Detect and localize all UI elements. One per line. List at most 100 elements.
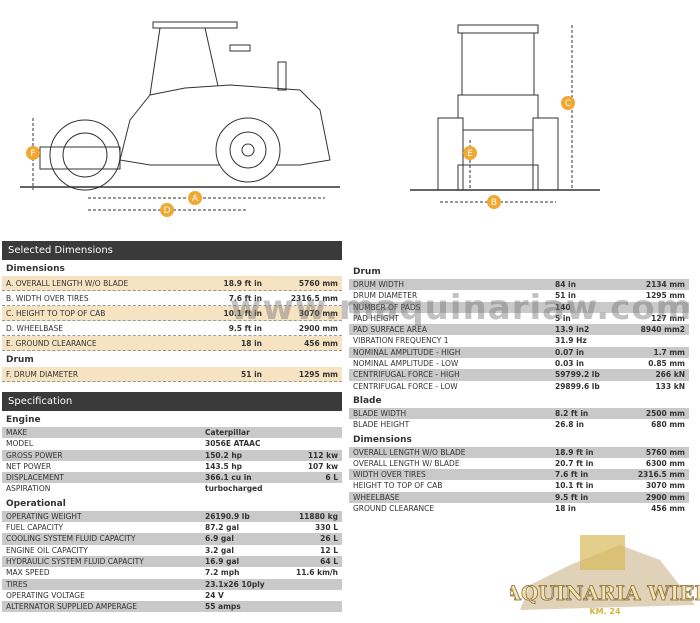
- label-b: B: [491, 198, 497, 208]
- spec-value-metric: 12 L: [320, 545, 338, 555]
- spec-label: NOMINAL AMPLITUDE - LOW: [353, 359, 459, 369]
- spec-label: B. WIDTH OVER TIRES: [6, 294, 89, 303]
- spec-label: GROSS POWER: [6, 450, 63, 460]
- spec-label: WHEELBASE: [353, 492, 400, 502]
- spec-row: ASPIRATION turbocharged: [2, 483, 342, 494]
- label-f: F: [30, 149, 35, 159]
- spec-value-metric: 5760 mm: [645, 447, 685, 457]
- spec-row: MAKE Caterpillar: [2, 427, 342, 439]
- spec-row: VIBRATION FREQUENCY 1 31.9 Hz: [349, 335, 689, 346]
- side-view: [20, 21, 340, 211]
- section-heading: Engine: [6, 415, 41, 425]
- spec-label: ALTERNATOR SUPPLIED AMPERAGE: [6, 602, 137, 612]
- spec-value-imperial: 20.7 ft in: [555, 458, 594, 468]
- section-heading: Operational: [6, 498, 66, 509]
- spec-label: OVERALL LENGTH W/ BLADE: [353, 458, 460, 468]
- maquinaria-wiebe-logo: MAQUINARIA WIEBE KM. 24: [483, 525, 700, 619]
- spec-value-metric: 680 mm: [651, 420, 685, 430]
- spec-label: MAKE: [6, 428, 28, 437]
- spec-label: E. GROUND CLEARANCE: [6, 339, 97, 348]
- spec-value-imperial: 18 in: [241, 339, 262, 348]
- spec-value-metric: 64 L: [320, 556, 338, 566]
- svg-text:KM. 24: KM. 24: [589, 607, 621, 616]
- spec-value-imperial: 7.6 ft in: [555, 470, 589, 480]
- spec-value-imperial: 5 in: [555, 313, 571, 323]
- spec-label: OPERATING VOLTAGE: [6, 590, 85, 600]
- label-c: C: [565, 99, 571, 109]
- spec-value-metric: 0.85 mm: [648, 359, 685, 369]
- selected-dimensions-header: Selected Dimensions: [2, 241, 342, 260]
- spec-value-imperial: 59799.2 lb: [555, 370, 600, 380]
- spec-value-imperial: 3.2 gal: [205, 545, 234, 555]
- spec-label: DRUM DIAMETER: [353, 291, 418, 301]
- spec-label: WIDTH OVER TIRES: [353, 470, 426, 480]
- spec-label: F. DRUM DIAMETER: [6, 370, 79, 379]
- spec-value-imperial: 7.2 mph: [205, 568, 240, 578]
- spec-label: TIRES: [6, 579, 28, 589]
- spec-value-imperial: 18 in: [555, 504, 576, 514]
- spec-value-imperial: 51 in: [555, 291, 576, 301]
- spec-value-imperial: 6.9 gal: [205, 534, 234, 544]
- spec-value-imperial: 8.2 ft in: [555, 408, 589, 418]
- spec-value-imperial: 18.9 ft in: [223, 279, 263, 288]
- spec-row: MAX SPEED 7.2 mph 11.6 km/h: [2, 567, 342, 578]
- spec-label: C. HEIGHT TO TOP OF CAB: [6, 309, 106, 318]
- spec-label: BLADE WIDTH: [353, 408, 407, 418]
- spec-row: F. DRUM DIAMETER 51 in 1295 mm: [2, 367, 342, 382]
- spec-value-imperial: 29899.6 lb: [555, 381, 600, 391]
- spec-label: NET POWER: [6, 461, 52, 471]
- spec-value-metric: 1295 mm: [298, 370, 338, 379]
- spec-label: ASPIRATION: [6, 484, 51, 494]
- svg-text:MAQUINARIA WIEBE: MAQUINARIA WIEBE: [510, 581, 700, 605]
- spec-value-metric: 2316.5 mm: [290, 294, 338, 303]
- spec-value-metric: 2900 mm: [645, 492, 685, 502]
- spec-value-metric: 3070 mm: [298, 309, 338, 318]
- spec-label: HYDRAULIC SYSTEM FLUID CAPACITY: [6, 556, 144, 566]
- spec-value-imperial: 55 amps: [205, 602, 241, 612]
- spec-value-imperial: 9.5 ft in: [228, 324, 262, 333]
- spec-value-metric: 456 mm: [304, 339, 338, 348]
- spec-label: VIBRATION FREQUENCY 1: [353, 336, 449, 346]
- spec-value-imperial: 9.5 ft in: [555, 492, 589, 502]
- spec-value-metric: 26 L: [320, 534, 338, 544]
- spec-label: MAX SPEED: [6, 568, 50, 578]
- spec-value-imperial: 7.6 ft in: [228, 294, 262, 303]
- spec-value-imperial: turbocharged: [205, 484, 263, 494]
- spec-value-imperial: 10.1 ft in: [555, 481, 594, 491]
- spec-value-metric: 107 kw: [307, 461, 338, 471]
- spec-value-metric: 1.7 mm: [653, 347, 685, 357]
- spec-value-metric: 5760 mm: [298, 279, 338, 288]
- spec-row: C. HEIGHT TO TOP OF CAB 10.1 ft in 3070 mm: [2, 306, 342, 321]
- spec-label: OPERATING WEIGHT: [6, 511, 82, 521]
- spec-value-metric: 11.6 km/h: [296, 568, 338, 578]
- spec-label: COOLING SYSTEM FLUID CAPACITY: [6, 534, 136, 544]
- spec-label: NUMBER OF PADS: [353, 302, 421, 312]
- spec-value-metric: 2134 mm: [645, 280, 685, 289]
- spec-value-imperial: 10.1 ft in: [223, 309, 263, 318]
- watermark: www.maquinariaw.com: [230, 288, 693, 328]
- spec-value-metric: 6300 mm: [645, 458, 685, 468]
- section-heading: Drum: [353, 267, 381, 277]
- spec-label: A. OVERALL LENGTH W/O BLADE: [6, 279, 129, 288]
- spec-value-metric: 1295 mm: [645, 291, 685, 301]
- spec-value-imperial: 87.2 gal: [205, 523, 240, 533]
- label-a: A: [192, 194, 199, 204]
- spec-value-imperial: Caterpillar: [205, 428, 250, 437]
- spec-value-imperial: 31.9 Hz: [555, 336, 587, 346]
- spec-value-imperial: 51 in: [241, 370, 262, 379]
